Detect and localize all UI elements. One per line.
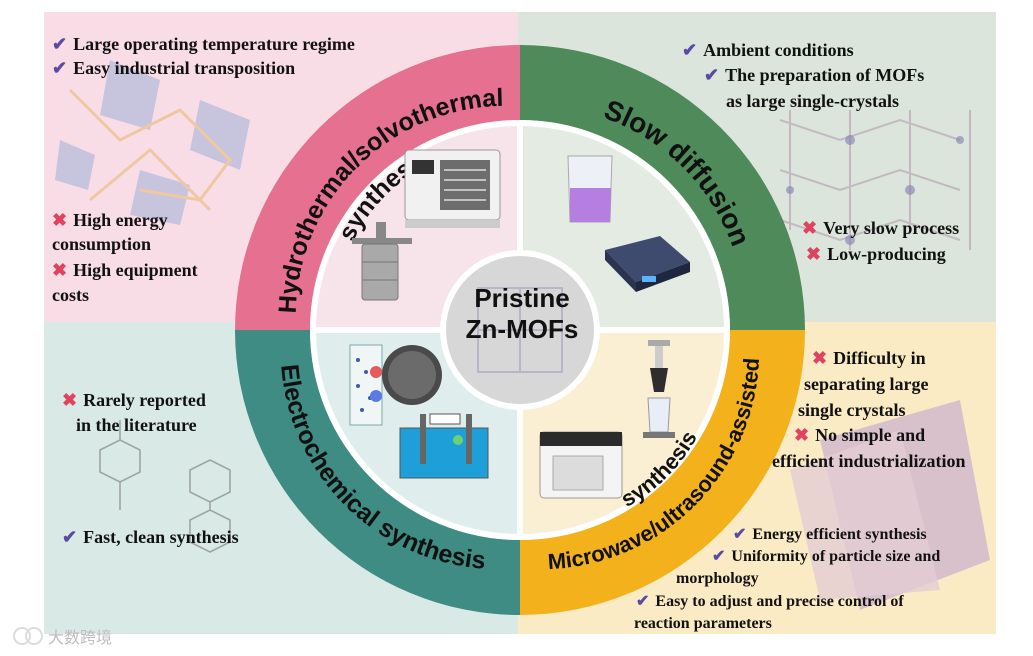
note-br-pro-3: ✔Easy to adjust and precise control of [636, 593, 904, 610]
note-tl-con-1b: consumption [52, 234, 152, 254]
beaker-icon [567, 155, 613, 223]
crystal-icon [790, 400, 990, 610]
note-br-pro-2: ✔Uniformity of particle size and [712, 548, 941, 565]
note-tl-con-2b: costs [52, 285, 89, 305]
note-tl-con-2: ✖High equipment [52, 260, 198, 280]
ring-sector-hydrothermal [235, 45, 520, 330]
crystal-lattice-icon [779, 110, 971, 250]
watermark-text: 大数跨境 [48, 628, 113, 647]
note-tr-pro-1: ✔Ambient conditions [682, 40, 854, 60]
note-bl-con-1: ✖Rarely reported [62, 390, 206, 410]
note-bl-pro-1: ✔Fast, clean synthesis [62, 527, 239, 547]
note-br-con-1c: single crystals [798, 400, 906, 420]
microwave-reactor-icon [539, 431, 623, 499]
note-tl-con-1: ✖High energy [52, 210, 168, 230]
note-br-con-1b: separating large [804, 374, 929, 394]
oven-icon [404, 149, 501, 228]
note-br-con-1: ✖Difficulty in [812, 348, 926, 368]
note-tr-con-1: ✖Very slow process [802, 218, 960, 238]
stirrer-plate-icon [605, 236, 690, 292]
center-title-line2: Zn-MOFs [465, 314, 579, 344]
note-br-con-2: ✖No simple and [794, 425, 926, 445]
autoclave-icon [352, 222, 412, 301]
note-br-con-2b: efficient industrialization [772, 451, 966, 471]
note-br-pro-1: ✔Energy efficient synthesis [733, 526, 927, 543]
note-tl-pro-1: ✔Large operating temperature regime [52, 34, 355, 54]
ultrasonic-probe-icon [643, 340, 675, 438]
center-title-line1: Pristine [474, 283, 570, 313]
note-br-pro-2b: morphology [676, 570, 759, 587]
watermark-logo-icon [13, 627, 43, 645]
note-br-pro-3b: reaction parameters [634, 615, 772, 632]
mof-structure-icon [55, 60, 250, 225]
electrochemical-cell-icon [349, 344, 489, 479]
ligand-molecule-icon [99, 420, 231, 553]
note-tr-pro-2b: as large single-crystals [726, 91, 899, 111]
note-bl-con-1b: in the literature [76, 415, 197, 435]
note-tr-con-2: ✖Low-producing [806, 244, 946, 264]
note-tl-pro-2: ✔Easy industrial transposition [52, 58, 296, 78]
ring-sector-slow-diffusion [520, 45, 805, 330]
center-circle [446, 256, 594, 404]
center-title: Pristine Zn-MOFs [447, 283, 597, 345]
note-tr-pro-2: ✔The preparation of MOFs [704, 65, 925, 85]
ring-sector-microwave [520, 330, 805, 615]
ring-sector-electrochemical [235, 330, 520, 615]
